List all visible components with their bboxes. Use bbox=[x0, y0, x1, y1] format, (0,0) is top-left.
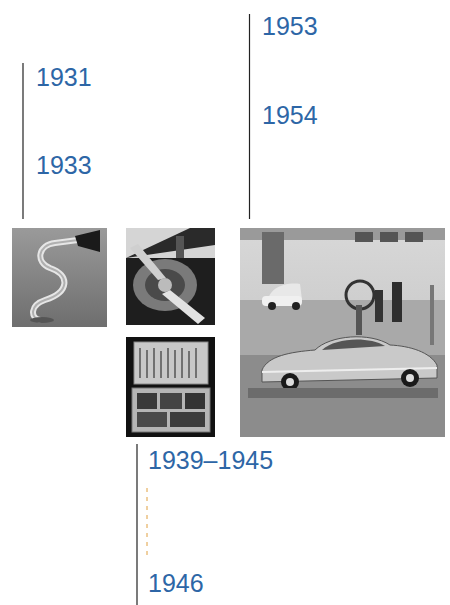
toolcase-photo bbox=[126, 337, 215, 437]
timeline-rule bbox=[136, 444, 137, 605]
engine-photo bbox=[126, 228, 215, 325]
year-label: 1954 bbox=[262, 102, 318, 130]
year-label: 1933 bbox=[36, 152, 92, 180]
year-label: 1946 bbox=[148, 570, 204, 598]
year-label: 1939–1945 bbox=[148, 447, 273, 475]
dashed-rule bbox=[147, 488, 148, 560]
lamp-photo bbox=[12, 228, 107, 327]
car-photo bbox=[240, 228, 445, 437]
year-label: 1931 bbox=[36, 64, 92, 92]
year-label: 1953 bbox=[262, 13, 318, 41]
timeline-rule bbox=[249, 14, 250, 219]
timeline-rule bbox=[22, 63, 23, 219]
